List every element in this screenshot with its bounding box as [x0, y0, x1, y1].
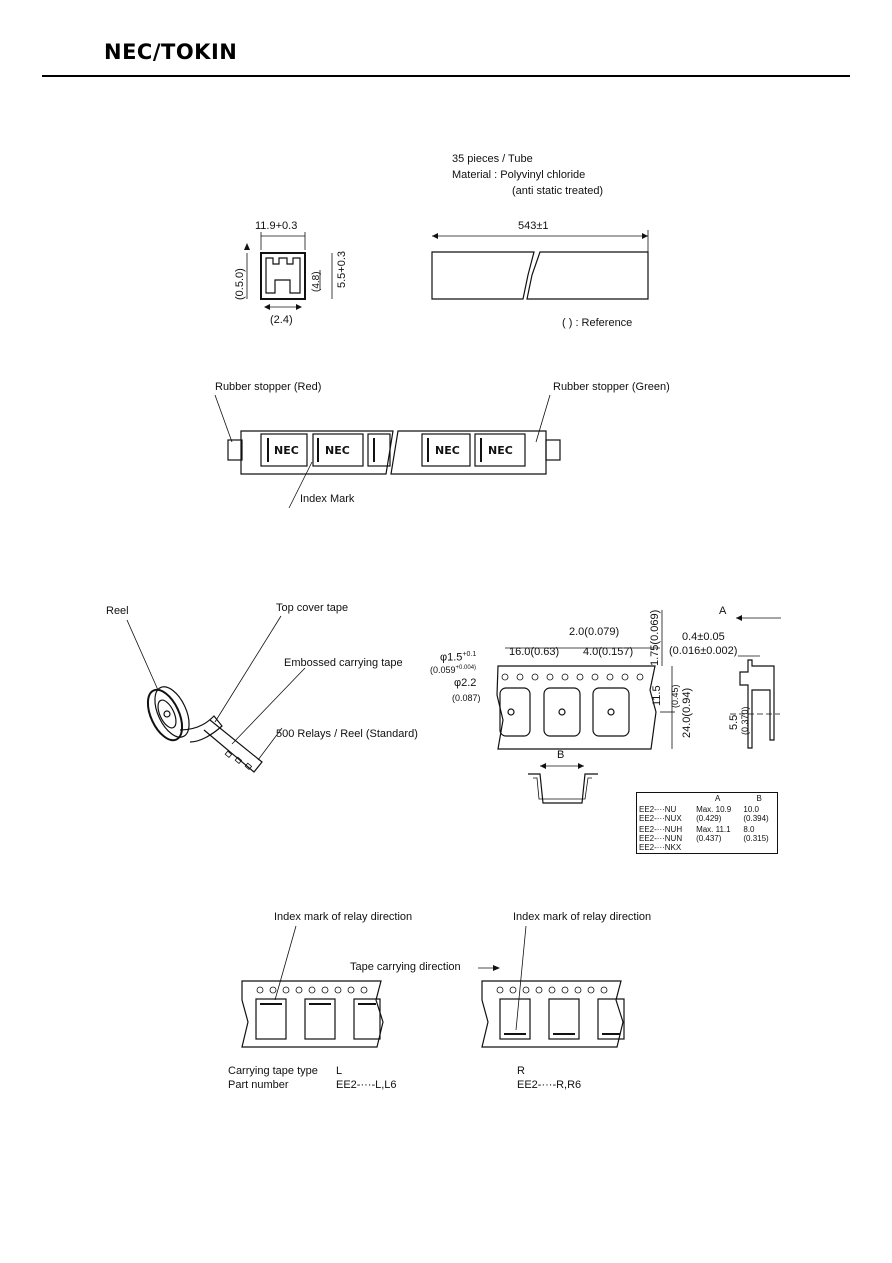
- tube-left-dim: (0.5.0): [234, 268, 246, 300]
- hole-diameter-inch: (0.059+0.004): [430, 665, 477, 675]
- dim-label-b: B: [557, 749, 565, 761]
- carrying-tape-type-label: Carrying tape type: [228, 1065, 318, 1077]
- dim-label-a: A: [719, 605, 727, 617]
- relay-mark-4: NEC: [488, 444, 513, 457]
- table-header-row: A B: [637, 793, 778, 805]
- dim-11-5-inch: (0.45): [670, 684, 680, 708]
- tube-height-dim: 5.5+0.3: [336, 250, 348, 288]
- dim-11-5: 11.5: [651, 685, 663, 706]
- relay-mark-2: NEC: [325, 444, 350, 457]
- emboss-depth-inch: (0.370): [740, 706, 750, 735]
- part-number-label: Part number: [228, 1079, 289, 1091]
- header-rule: [42, 75, 850, 77]
- hole-diameter: φ1.5+0.1: [440, 651, 477, 664]
- index-mark-right-label: Index mark of relay direction: [513, 911, 652, 923]
- tape-thickness-inch: (0.016±0.002): [669, 645, 738, 657]
- carrying-tape-drawing: [496, 610, 781, 804]
- tape-type-l: L: [336, 1065, 343, 1077]
- embossed-tape-label: Embossed carrying tape: [284, 657, 403, 669]
- tape-thickness: 0.4±0.05: [682, 631, 725, 643]
- tube-bottom-dim: (2.4): [270, 314, 293, 326]
- tape-type-r: R: [517, 1065, 525, 1077]
- index-mark-left-label: Index mark of relay direction: [274, 911, 413, 923]
- part-number-l: EE2-···-L,L6: [336, 1079, 397, 1091]
- dim-4mm: 4.0(0.157): [583, 646, 634, 658]
- reel-drawing: [126, 615, 306, 773]
- green-stopper-label: Rubber stopper (Green): [553, 381, 670, 393]
- tube-length-dim: 543±1: [518, 220, 549, 232]
- reel-quantity-label: 500 Relays / Reel (Standard): [276, 728, 418, 740]
- dim-1-75: 1.75(0.069): [649, 609, 661, 666]
- table-header-b: B: [756, 794, 762, 803]
- reel-label: Reel: [106, 605, 129, 617]
- tape-carrying-direction-label: Tape carrying direction: [350, 961, 461, 973]
- tape-direction-drawings: [241, 925, 625, 1048]
- tube-quantity: 35 pieces / Tube: [452, 153, 533, 165]
- reference-note: ( ) : Reference: [562, 317, 633, 329]
- tube-width-dim: 11.9+0.3: [255, 220, 298, 232]
- tube-treatment: (anti static treated): [512, 185, 604, 197]
- feed-hole-diameter: φ2.2: [454, 677, 477, 689]
- feed-hole-diameter-inch: (0.087): [452, 693, 481, 703]
- relay-mark-3: NEC: [435, 444, 460, 457]
- tape-width-dim: 24.0(0.94): [681, 687, 693, 738]
- dim-2mm: 2.0(0.079): [569, 626, 620, 638]
- part-number-r: EE2-···-R,R6: [517, 1079, 582, 1091]
- company-logo: NEC/TOKIN: [104, 40, 238, 64]
- tube-with-relays: NEC NEC NEC NEC: [214, 394, 561, 509]
- top-cover-tape-label: Top cover tape: [276, 602, 349, 614]
- tube-length-view: [431, 230, 649, 300]
- tube-cross-section: [244, 232, 333, 310]
- tube-material: Material : Polyvinyl chloride: [452, 169, 586, 181]
- relay-mark-1: NEC: [274, 444, 299, 457]
- red-stopper-label: Rubber stopper (Red): [215, 381, 322, 393]
- pitch-dim: 16.0(0.63): [509, 646, 560, 658]
- table-header-a: A: [715, 794, 721, 803]
- tube-inner-dim: (4.8): [311, 271, 322, 292]
- index-mark-label: Index Mark: [300, 493, 355, 505]
